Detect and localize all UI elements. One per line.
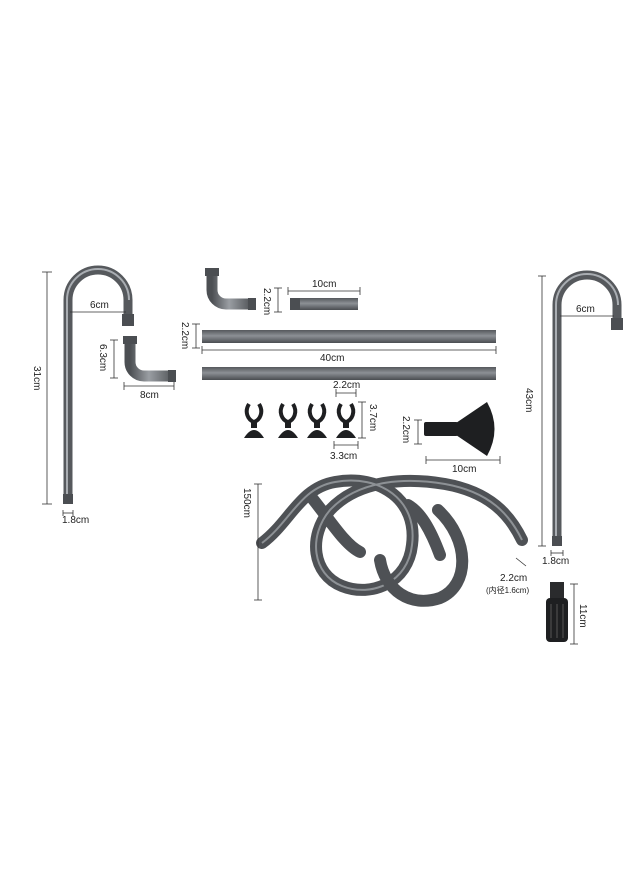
right-pipe-diameter-dimension: 1.8cm <box>542 550 569 567</box>
short-tube-length-label: 10cm <box>312 279 336 290</box>
left-pipe-hook-label: 6cm <box>90 300 109 311</box>
clip-base-label: 3.3cm <box>330 451 357 462</box>
funnel-diameter-label: 2.2cm <box>400 416 411 443</box>
funnel-icon <box>424 402 495 456</box>
short-elbow-height-label: 2.2cm <box>261 288 272 315</box>
suction-clip-icon <box>307 402 327 438</box>
short-elbow-height-dimension: 2.2cm <box>261 287 282 315</box>
clip-height-dimension: 3.7cm <box>358 401 378 439</box>
clip-width-dimension: 2.2cm <box>333 380 360 397</box>
hose-length-label: 150cm <box>241 488 252 518</box>
right-pipe-diameter-label: 1.8cm <box>542 556 569 567</box>
small-elbow-width-dimension: 8cm <box>123 382 175 401</box>
funnel-length-dimension: 10cm <box>425 456 501 475</box>
strainer-length-label: 11cm <box>577 604 588 628</box>
short-elbow-icon <box>205 268 256 310</box>
hose-length-dimension: 150cm <box>241 483 262 601</box>
strainer-icon <box>546 582 568 642</box>
right-j-pipe-icon <box>552 270 623 546</box>
small-elbow-icon <box>123 336 176 382</box>
right-pipe-hook-label: 6cm <box>576 304 595 315</box>
left-pipe-hook-dimension: 6cm <box>70 300 126 313</box>
funnel-length-label: 10cm <box>452 464 476 475</box>
hose-diameter-dimension: 2.2cm (内径1.6cm) <box>486 557 529 595</box>
left-pipe-diameter-label: 1.8cm <box>62 515 89 526</box>
left-pipe-height-label: 31cm <box>31 366 42 390</box>
clip-width-label: 2.2cm <box>333 380 360 391</box>
long-tube-diameter-dimension: 2.2cm <box>179 322 200 349</box>
hose-inner-diameter-label: (内径1.6cm) <box>486 585 529 595</box>
clip-base-dimension: 3.3cm <box>330 441 359 462</box>
right-pipe-height-label: 43cm <box>523 388 534 412</box>
long-tube-upper-icon <box>202 330 496 343</box>
short-tube-length-dimension: 10cm <box>287 279 361 295</box>
suction-clip-icon <box>336 402 356 438</box>
long-tube-length-dimension: 40cm <box>201 346 497 364</box>
left-pipe-height-dimension: 31cm <box>31 271 52 505</box>
right-pipe-height-dimension: 43cm <box>523 275 546 547</box>
suction-clip-icon <box>278 402 298 438</box>
small-elbow-height-dimension: 6.3cm <box>97 339 118 379</box>
strainer-length-dimension: 11cm <box>570 583 588 645</box>
small-elbow-width-label: 8cm <box>140 390 159 401</box>
coiled-hose-icon <box>256 474 528 607</box>
small-elbow-height-label: 6.3cm <box>97 344 108 371</box>
hose-diameter-label: 2.2cm <box>500 573 527 584</box>
long-tube-lower-icon <box>202 367 496 380</box>
suction-clip-icon <box>244 402 264 438</box>
short-tube-icon <box>290 298 358 310</box>
right-pipe-hook-dimension: 6cm <box>560 304 614 317</box>
long-tube-diameter-label: 2.2cm <box>179 322 190 349</box>
left-j-pipe-icon <box>63 265 134 504</box>
clip-height-label: 3.7cm <box>367 404 378 431</box>
left-pipe-diameter-dimension: 1.8cm <box>62 510 89 526</box>
funnel-diameter-dimension: 2.2cm <box>400 416 422 445</box>
long-tube-length-label: 40cm <box>320 353 344 364</box>
